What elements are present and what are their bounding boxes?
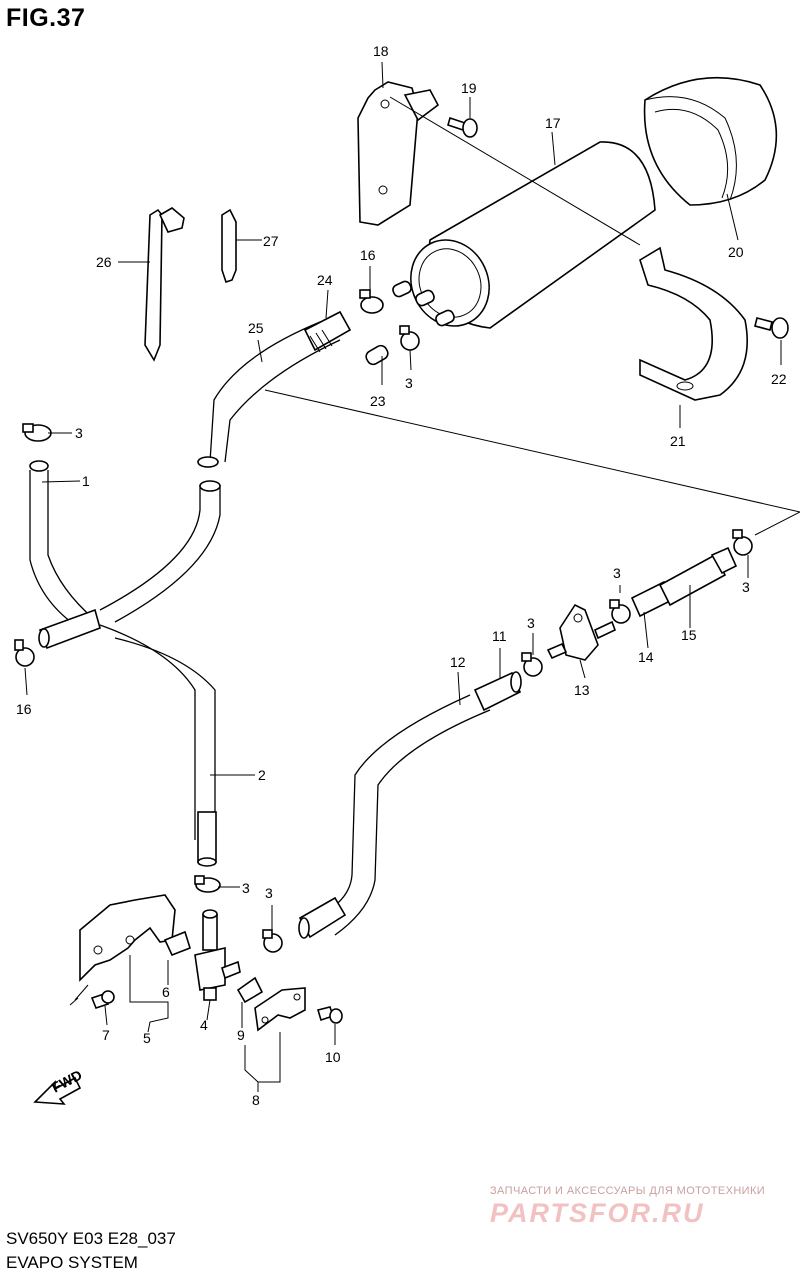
leader-lines [24, 61, 782, 1092]
callout-21: 21 [670, 433, 686, 449]
callout-3: 3 [742, 579, 750, 595]
callout-13: 13 [574, 682, 590, 698]
callout-7: 7 [102, 1027, 110, 1043]
valve-part-13[interactable] [546, 603, 617, 661]
callout-3: 3 [405, 375, 413, 391]
bolt-part-7[interactable] [90, 990, 115, 1009]
hose-part-11[interactable] [473, 671, 522, 712]
hose-part-12[interactable] [298, 694, 491, 939]
hose-part-25[interactable] [197, 321, 341, 468]
clamp-part-3-e[interactable] [732, 529, 753, 556]
callout-25: 25 [248, 320, 264, 336]
clamp-part-3-upper[interactable] [399, 325, 420, 351]
callout-6: 6 [162, 984, 170, 1000]
bolt-part-10[interactable] [316, 1006, 343, 1024]
callout-3: 3 [75, 425, 83, 441]
clamp-part-16-upper[interactable] [359, 289, 384, 314]
callout-23: 23 [370, 393, 386, 409]
system-name: EVAPO SYSTEM [6, 1253, 138, 1272]
callout-10: 10 [325, 1049, 341, 1065]
clip-part-9[interactable] [236, 976, 264, 1004]
callout-17: 17 [545, 115, 561, 131]
callout-5: 5 [143, 1030, 151, 1046]
bracket-part-18[interactable] [357, 81, 440, 226]
callout-16: 16 [16, 701, 32, 717]
callout-11: 11 [492, 628, 507, 644]
bracket-part-8[interactable] [254, 987, 306, 1032]
callout-24: 24 [317, 272, 333, 288]
hose-part-1[interactable] [29, 460, 101, 650]
watermark-caption: ЗАПЧАСТИ И АКСЕССУАРЫ ДЛЯ МОТОТЕХНИКИ [490, 1185, 766, 1197]
callout-labels: 1 2 3 3 3 3 3 3 3 3 4 5 6 7 8 9 10 11 12… [16, 43, 787, 1108]
callout-3: 3 [242, 880, 250, 896]
clip-part-27[interactable] [221, 208, 237, 284]
callout-12: 12 [450, 654, 466, 670]
hose-part-15[interactable] [658, 546, 738, 607]
clamp-part-16-lower[interactable] [14, 639, 35, 667]
callout-27: 27 [263, 233, 279, 249]
callout-26: 26 [96, 254, 112, 270]
figure-title: FIG.37 [6, 4, 86, 32]
hose-part-23[interactable] [364, 343, 390, 366]
callout-9: 9 [237, 1027, 245, 1043]
callout-4: 4 [200, 1017, 208, 1033]
callout-3: 3 [613, 565, 621, 581]
callout-2: 2 [258, 767, 266, 783]
fwd-arrow-icon: FWD [33, 1067, 85, 1105]
model-code: SV650Y E03 E28_037 [6, 1229, 176, 1248]
canister-part-17[interactable] [391, 141, 656, 339]
clamp-part-3-d[interactable] [609, 599, 631, 624]
hose-part-2[interactable] [99, 480, 221, 867]
callout-3: 3 [527, 615, 535, 631]
clamp-part-3-g[interactable] [262, 929, 283, 953]
clamp-part-3-left[interactable] [22, 423, 52, 442]
callout-19: 19 [461, 80, 477, 96]
clip-band-part-26[interactable] [144, 207, 185, 362]
valve-part-4[interactable] [194, 909, 241, 1001]
callout-14: 14 [638, 649, 654, 665]
callout-22: 22 [771, 371, 787, 387]
clip-part-6[interactable] [163, 930, 191, 957]
bracket-part-21[interactable] [639, 246, 748, 401]
callout-15: 15 [681, 627, 697, 643]
bolt-part-22[interactable] [754, 317, 789, 339]
bracket-part-5[interactable] [69, 894, 176, 1006]
watermark-logo: PARTSFOR.RU [490, 1198, 705, 1228]
callout-20: 20 [728, 244, 744, 260]
callout-16: 16 [360, 247, 376, 263]
callout-8: 8 [252, 1092, 260, 1108]
hose-part-24[interactable] [303, 310, 352, 353]
clamp-part-3-c[interactable] [521, 652, 543, 677]
band-part-20[interactable] [643, 76, 778, 206]
callout-1: 1 [82, 473, 90, 489]
callout-3: 3 [265, 885, 273, 901]
clamp-part-3-f[interactable] [194, 875, 221, 893]
callout-18: 18 [373, 43, 389, 59]
bolt-part-19[interactable] [447, 116, 478, 138]
